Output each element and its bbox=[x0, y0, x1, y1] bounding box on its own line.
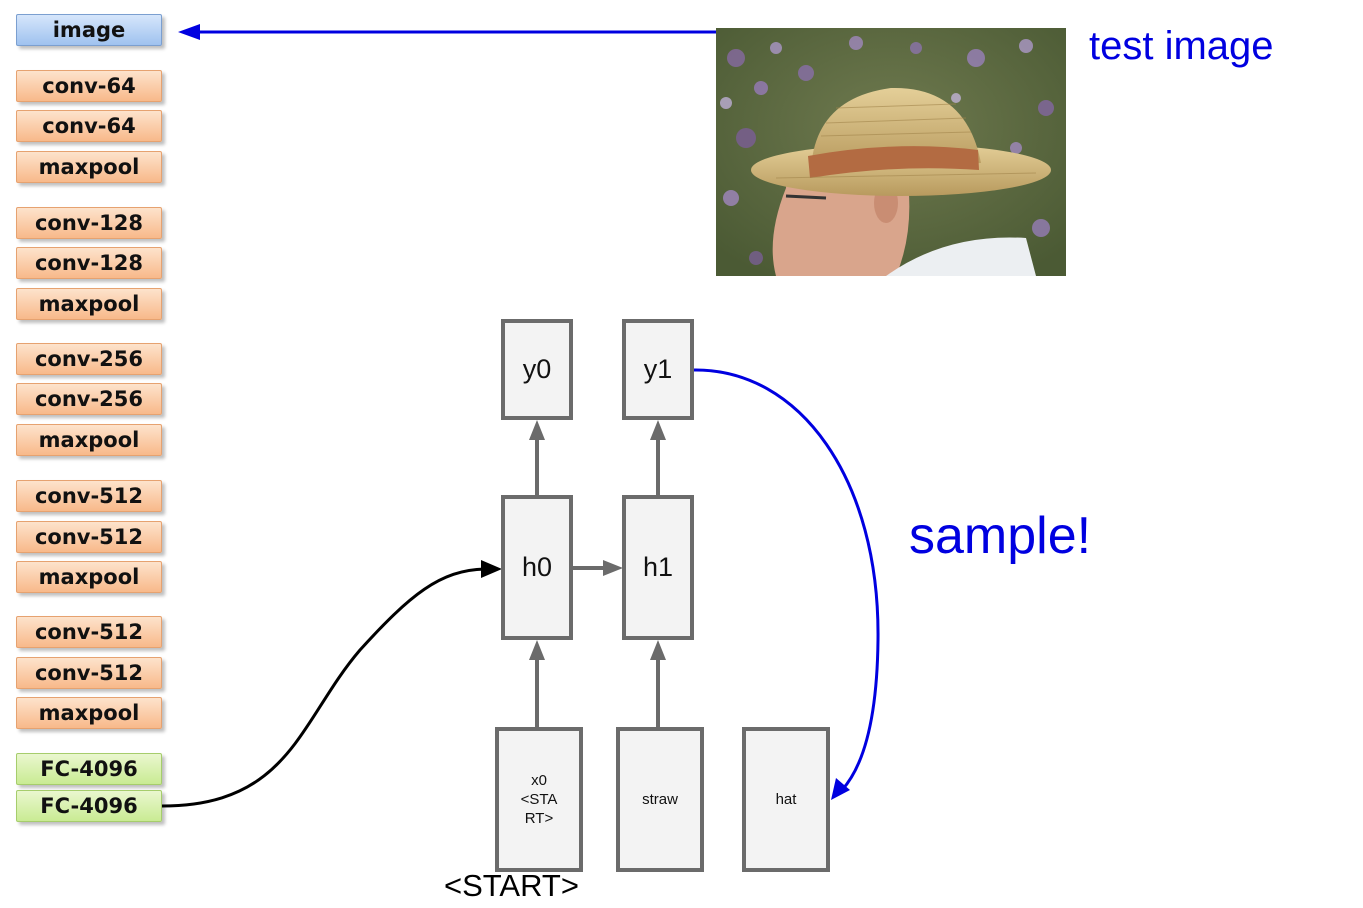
cnn-layer-conv-128-a: conv-128 bbox=[16, 207, 162, 239]
rnn-output-y1: y1 bbox=[622, 319, 694, 420]
sample-annotation: sample! bbox=[909, 507, 1092, 565]
h0-to-h1-arrow bbox=[572, 560, 623, 576]
cnn-layer-fc-4096-a: FC-4096 bbox=[16, 753, 162, 785]
cnn-layer-conv-64-b: conv-64 bbox=[16, 110, 162, 142]
cnn-layer-conv-512-a: conv-512 bbox=[16, 480, 162, 512]
rnn-hidden-h0: h0 bbox=[501, 495, 573, 640]
test-image-annotation: test image bbox=[1089, 24, 1274, 68]
cnn-layer-conv-128-b: conv-128 bbox=[16, 247, 162, 279]
h1-to-y1-arrow bbox=[650, 420, 666, 495]
fc-to-h0-arrow bbox=[161, 560, 502, 808]
cnn-layer-fc-4096-b: FC-4096 bbox=[16, 790, 162, 822]
rnn-input-straw: straw bbox=[616, 727, 704, 872]
x0-to-h0-arrow bbox=[529, 640, 545, 727]
straw-to-h1-arrow bbox=[650, 640, 666, 727]
h0-to-y0-arrow bbox=[529, 420, 545, 495]
cnn-layer-conv-256-b: conv-256 bbox=[16, 383, 162, 415]
test-photo-man-in-straw-hat bbox=[716, 28, 1066, 276]
cnn-layer-conv-512-d: conv-512 bbox=[16, 657, 162, 689]
cnn-layer-conv-64-a: conv-64 bbox=[16, 70, 162, 102]
cnn-layer-conv-256-a: conv-256 bbox=[16, 343, 162, 375]
cnn-layer-maxpool-5: maxpool bbox=[16, 697, 162, 729]
cnn-layer-conv-512-b: conv-512 bbox=[16, 521, 162, 553]
photo-to-image-arrow bbox=[178, 24, 716, 40]
y1-to-hat-sample-arrow bbox=[692, 368, 880, 800]
cnn-layer-maxpool-4: maxpool bbox=[16, 561, 162, 593]
cnn-layer-conv-512-c: conv-512 bbox=[16, 616, 162, 648]
rnn-output-y0: y0 bbox=[501, 319, 573, 420]
start-token-label: <START> bbox=[444, 868, 579, 903]
cnn-layer-maxpool-2: maxpool bbox=[16, 288, 162, 320]
rnn-input-x0-start: x0 <STA RT> bbox=[495, 727, 583, 872]
cnn-input-image-layer: image bbox=[16, 14, 162, 46]
cnn-layer-maxpool-1: maxpool bbox=[16, 151, 162, 183]
rnn-input-hat: hat bbox=[742, 727, 830, 872]
rnn-hidden-h1: h1 bbox=[622, 495, 694, 640]
cnn-layer-maxpool-3: maxpool bbox=[16, 424, 162, 456]
